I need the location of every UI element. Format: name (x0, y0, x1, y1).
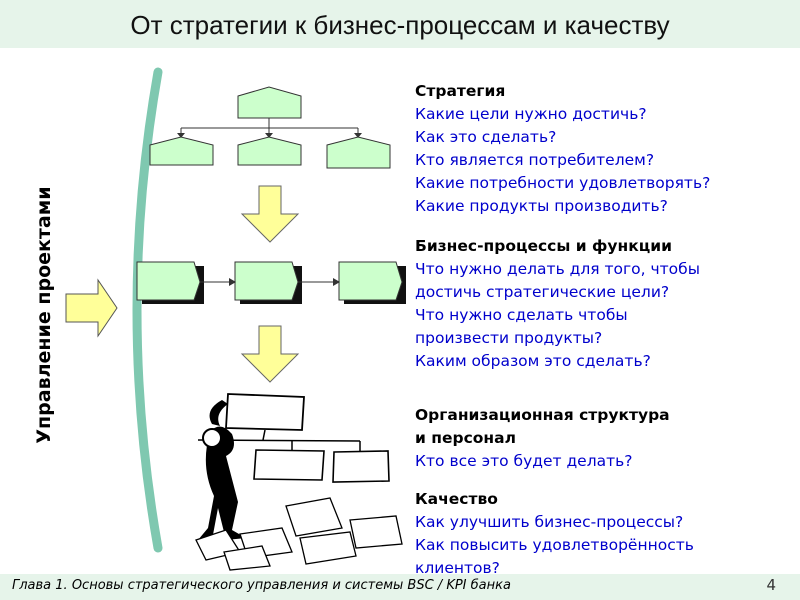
section-organization: Организационная структура и персонал Кто… (415, 404, 670, 473)
question-line: Как улучшить бизнес-процессы? (415, 513, 684, 531)
question-line: Кто все это будет делать? (415, 452, 633, 470)
question-line: достичь стратегические цели? (415, 283, 670, 301)
footer-bar (0, 574, 800, 600)
section-heading: Организационная структура (415, 406, 670, 424)
question-line: Каким образом это сделать? (415, 352, 651, 370)
section-quality: Качество Как улучшить бизнес-процессы? К… (415, 488, 694, 580)
question-line: Какие потребности удовлетворять? (415, 174, 711, 192)
bracket (132, 67, 163, 553)
question-line: Кто является потребителем? (415, 151, 655, 169)
slide-title: От стратегии к бизнес-процессам и качест… (130, 10, 670, 40)
section-heading: Стратегия (415, 82, 506, 100)
strategy-hierarchy (149, 86, 391, 169)
section-processes: Бизнес-процессы и функции Что нужно дела… (415, 235, 700, 373)
down-arrow (240, 185, 300, 243)
strategy-child-shape (237, 136, 302, 166)
question-line: Как это сделать? (415, 128, 557, 146)
question-line: произвести продукты? (415, 329, 603, 347)
process-chain (136, 261, 406, 304)
org-chart-box (332, 450, 390, 483)
question-line: Что нужно делать для того, чтобы (415, 260, 700, 278)
strategy-child-shape (326, 136, 391, 169)
question-line: Какие цели нужно достичь? (415, 105, 647, 123)
strategy-top-shape (237, 86, 302, 119)
question-line: Как повысить удовлетворённость (415, 536, 694, 554)
org-chart-box (225, 393, 305, 431)
page-number: 4 (766, 576, 776, 594)
section-heading: и персонал (415, 429, 516, 447)
footer-text: Глава 1. Основы стратегического управлен… (12, 578, 511, 593)
down-arrow (240, 325, 300, 383)
title-bar (0, 0, 800, 48)
process-box (338, 261, 403, 301)
side-label: Управление проектами (33, 186, 55, 444)
process-box (234, 261, 299, 301)
org-illustration (195, 393, 403, 571)
input-arrow (65, 278, 118, 338)
section-heading: Качество (415, 490, 498, 508)
question-line: клиентов? (415, 559, 500, 577)
section-strategy: Стратегия Какие цели нужно достичь? Как … (415, 80, 710, 218)
strategy-child-shape (149, 136, 214, 166)
question-line: Какие продукты производить? (415, 197, 668, 215)
question-line: Что нужно сделать чтобы (415, 306, 628, 324)
section-heading: Бизнес-процессы и функции (415, 237, 672, 255)
process-box (136, 261, 201, 301)
org-chart-box (253, 449, 325, 481)
